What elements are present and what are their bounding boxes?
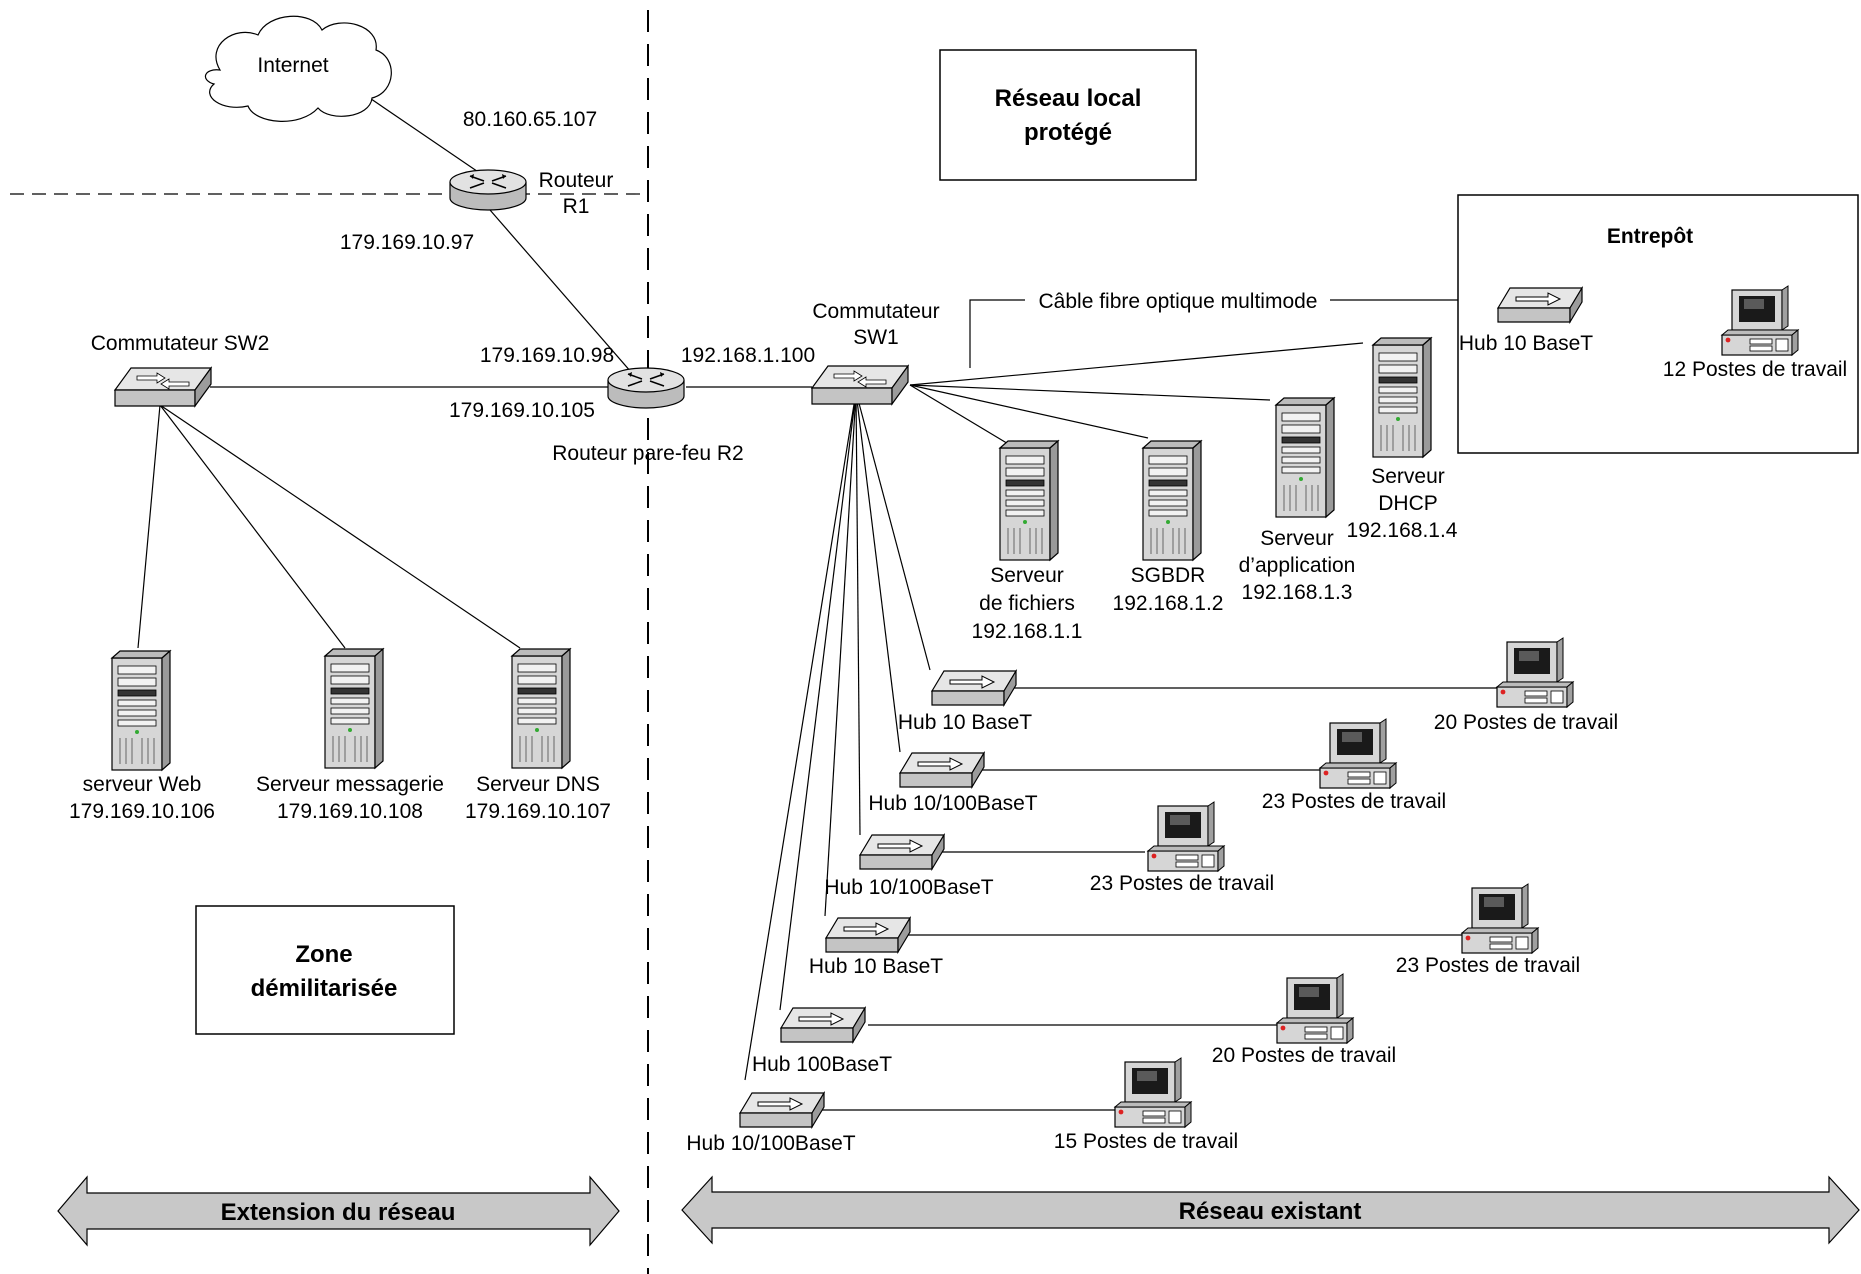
internet-cloud: Internet — [204, 15, 392, 122]
dmz-title: Zone — [295, 941, 352, 968]
hub-4-icon — [825, 917, 911, 953]
switch-sw1-label: Commutateur — [812, 300, 939, 323]
hub-1-workstations-label: 20 Postes de travail — [1434, 711, 1618, 734]
mail-server-ip: 179.169.10.108 — [277, 800, 423, 823]
file-server-icon — [999, 440, 1059, 561]
hub-5-label: Hub 100BaseT — [752, 1053, 892, 1076]
router-r2-ip-left-bottom: 179.169.10.105 — [449, 399, 595, 422]
router-r2-label: Routeur pare-feu R2 — [552, 442, 743, 465]
sgbdr-server-ip: 192.168.1.2 — [1113, 592, 1224, 615]
switch-sw1-label-2: SW1 — [853, 326, 899, 349]
dmz-box — [195, 905, 455, 1035]
warehouse-workstation-icon — [1721, 285, 1799, 356]
hub-6-workstations-label: 15 Postes de travail — [1054, 1130, 1238, 1153]
router-r1-ip-top: 80.160.65.107 — [463, 108, 597, 131]
hub-3-workstations-label: 23 Postes de travail — [1090, 872, 1274, 895]
router-r2-ip-left-top: 179.169.10.98 — [480, 344, 614, 367]
web-server-icon — [111, 650, 171, 771]
file-server-line1: Serveur — [990, 564, 1064, 587]
dhcp-server-ip: 192.168.1.4 — [1347, 519, 1458, 542]
router-r1-ip-bottom: 179.169.10.97 — [340, 231, 474, 254]
web-server-name: serveur Web — [83, 773, 202, 796]
network-extension-arrow: Extension du réseau — [57, 1175, 620, 1247]
mail-server-icon — [324, 648, 384, 769]
warehouse-hub-icon — [1497, 287, 1583, 323]
app-server-icon — [1275, 397, 1335, 518]
file-server-line2: de fichiers — [979, 592, 1075, 615]
hub-1-workstation-icon — [1496, 637, 1574, 708]
file-server-ip: 192.168.1.1 — [972, 620, 1083, 643]
switch-sw1-icon — [811, 365, 909, 405]
sgbdr-server-line1: SGBDR — [1131, 564, 1206, 587]
dmz-title-2: démilitarisée — [251, 975, 398, 1002]
warehouse-box — [1457, 194, 1859, 454]
dns-server-name: Serveur DNS — [476, 773, 600, 796]
dhcp-server-line2: DHCP — [1378, 492, 1438, 515]
hub-2-label: Hub 10/100BaseT — [868, 792, 1037, 815]
hub-4-workstations-label: 23 Postes de travail — [1396, 954, 1580, 977]
hub-6-label: Hub 10/100BaseT — [686, 1132, 855, 1155]
router-r2-icon — [607, 367, 685, 409]
router-r2-ip-right: 192.168.1.100 — [681, 344, 815, 367]
switch-sw2-label: Commutateur SW2 — [91, 332, 270, 355]
hub-2-workstation-icon — [1319, 718, 1397, 789]
hub-5-icon — [780, 1007, 866, 1043]
hub-4-workstation-icon — [1461, 883, 1539, 954]
warehouse-workstations-label: 12 Postes de travail — [1663, 358, 1847, 381]
hub-6-workstation-icon — [1114, 1057, 1192, 1128]
app-server-line1: Serveur — [1260, 527, 1334, 550]
existing-network-arrow: Réseau existant — [681, 1175, 1860, 1245]
warehouse-hub-label: Hub 10 BaseT — [1459, 332, 1593, 355]
router-r1-label: Routeur — [539, 169, 614, 192]
app-server-line2: d’application — [1239, 554, 1356, 577]
existing-network-label: Réseau existant — [1179, 1198, 1362, 1225]
dns-server-ip: 179.169.10.107 — [465, 800, 611, 823]
hub-2-icon — [899, 752, 985, 788]
hub-3-label: Hub 10/100BaseT — [824, 876, 993, 899]
mail-server-name: Serveur messagerie — [256, 773, 444, 796]
hub-6-icon — [739, 1092, 825, 1128]
hub-3-workstation-icon — [1147, 801, 1225, 872]
hub-1-label: Hub 10 BaseT — [898, 711, 1032, 734]
app-server-ip: 192.168.1.3 — [1242, 581, 1353, 604]
local-network-title: Réseau local — [995, 85, 1142, 112]
dhcp-server-icon — [1372, 337, 1432, 458]
hub-3-icon — [859, 834, 945, 870]
warehouse-title: Entrepôt — [1607, 225, 1693, 248]
web-server-ip: 179.169.10.106 — [69, 800, 215, 823]
hub-1-icon — [931, 670, 1017, 706]
router-r1-label-2: R1 — [563, 195, 590, 218]
dhcp-server-line1: Serveur — [1371, 465, 1445, 488]
internet-label: Internet — [257, 54, 328, 77]
hub-5-workstation-icon — [1276, 973, 1354, 1044]
local-network-title-2: protégé — [1024, 119, 1112, 146]
switch-sw2-icon — [114, 367, 212, 407]
hub-2-workstations-label: 23 Postes de travail — [1262, 790, 1446, 813]
network-extension-label: Extension du réseau — [221, 1199, 456, 1226]
fiber-cable-label: Câble fibre optique multimode — [1039, 290, 1318, 313]
hub-5-workstations-label: 20 Postes de travail — [1212, 1044, 1396, 1067]
dns-server-icon — [511, 648, 571, 769]
sgbdr-server-icon — [1142, 440, 1202, 561]
local-network-box — [939, 49, 1197, 181]
router-r1-icon — [449, 169, 527, 211]
hub-4-label: Hub 10 BaseT — [809, 955, 943, 978]
